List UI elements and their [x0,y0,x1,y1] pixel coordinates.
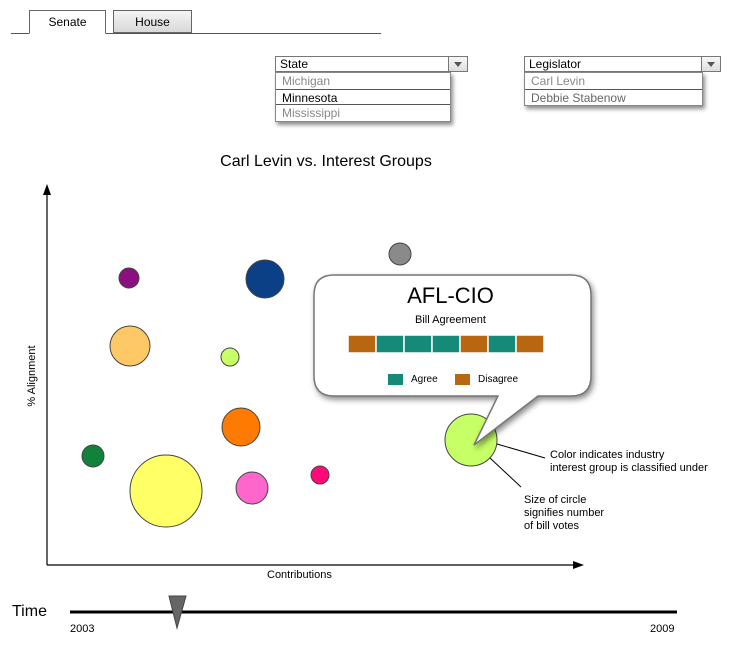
legislator-dropdown-list: Carl Levin Debbie Stabenow [524,72,703,106]
color-note-line: interest group is classified under [550,462,708,474]
bubble[interactable] [388,242,412,266]
chart-title: Carl Levin vs. Interest Groups [220,153,432,170]
disagree-swatch [455,374,470,385]
bill-vote-cell [403,334,433,354]
callout-subtitle: Bill Agreement [415,314,486,326]
timeline-end-year: 2009 [650,623,675,635]
state-option-mississippi[interactable]: Mississippi [282,106,341,120]
timeline-slider-handle[interactable] [168,595,187,630]
bill-agreement-bar [347,334,545,354]
legend-disagree-label: Disagree [478,374,519,385]
bubble[interactable] [245,259,285,299]
tab-bar-line [11,33,381,34]
tab-senate[interactable]: Senate [29,10,106,34]
bubble[interactable] [109,325,151,367]
bubble[interactable] [221,407,261,447]
annotation-line [496,443,546,459]
callout-box [313,274,592,446]
bill-vote-cell [347,334,377,354]
state-option-michigan[interactable]: Michigan [282,74,331,88]
bubble[interactable] [235,471,269,505]
chevron-down-icon[interactable] [448,56,468,72]
state-dropdown-label[interactable]: State [275,56,450,72]
size-note-line: signifies number [524,507,605,519]
timeline-start-year: 2003 [70,623,95,635]
x-axis-arrow-icon [573,561,584,569]
state-dropdown-list: Michigan Minnesota Mississippi [275,72,451,122]
bubble[interactable] [118,267,140,289]
bubble[interactable] [129,454,203,528]
legislator-option-debbie-stabenow[interactable]: Debbie Stabenow [525,89,702,105]
callout-title: AFL-CIO [407,283,494,308]
legislator-option-carl-levin[interactable]: Carl Levin [531,74,586,88]
bill-vote-cell [487,334,517,354]
bubble[interactable] [310,465,330,485]
chevron-down-icon[interactable] [701,56,721,72]
bill-vote-cell [459,334,489,354]
x-axis-label: Contributions [267,569,332,581]
agree-swatch [388,374,403,385]
state-option-minnesota[interactable]: Minnesota [276,89,450,105]
legend-disagree: Disagree [455,374,518,385]
size-note-line: Size of circle [524,494,587,506]
bubble[interactable] [81,444,105,468]
legislator-dropdown-label[interactable]: Legislator [524,56,703,72]
bill-vote-cell [515,334,545,354]
size-note: Size of circle signifies number of bill … [524,494,604,533]
color-note-line: Color indicates industry [550,449,665,461]
bubble[interactable] [220,347,240,367]
annotation-line [489,457,522,488]
color-note: Color indicates industry interest group … [550,449,708,475]
legend-agree-label: Agree [411,374,438,385]
legend-agree: Agree [388,374,438,385]
timeline-label: Time [12,603,47,620]
size-note-line: of bill votes [524,520,580,532]
bill-vote-cell [375,334,405,354]
y-axis-arrow-icon [43,184,51,195]
tab-house[interactable]: House [113,10,192,33]
bill-vote-cell [431,334,461,354]
